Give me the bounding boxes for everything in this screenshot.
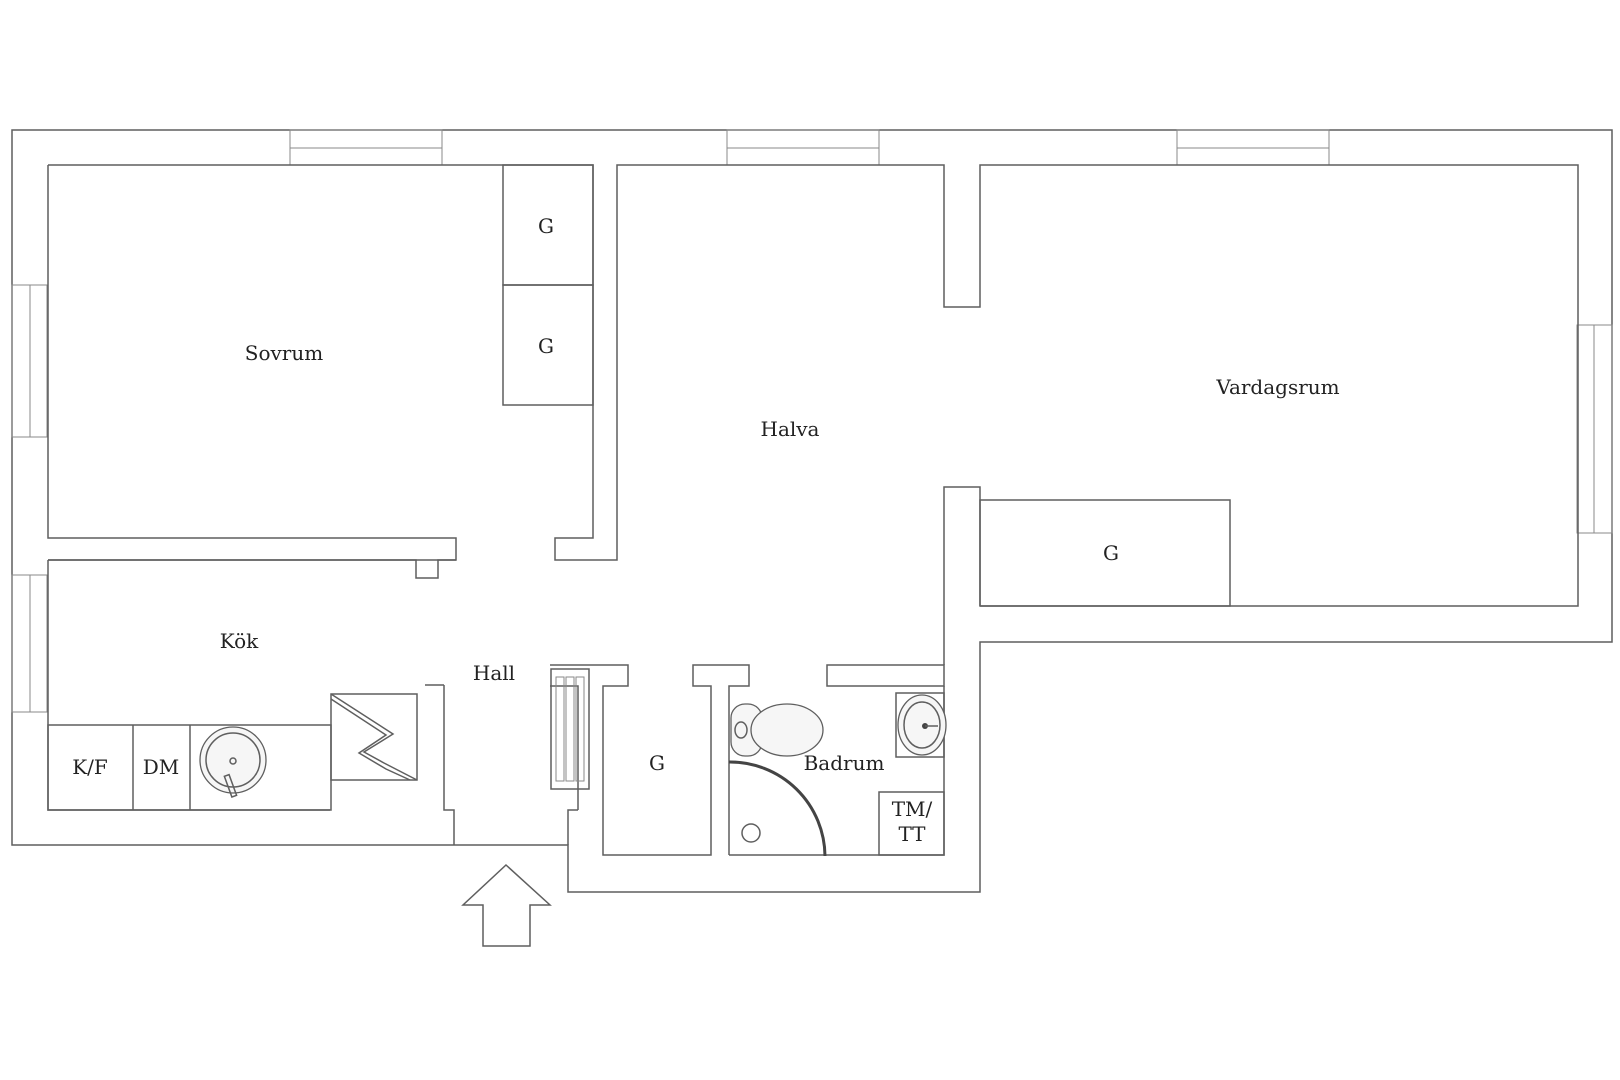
wardrobe-bedroom-bottom: [502, 284, 594, 406]
room-label-hall: Hall: [473, 661, 515, 685]
wardrobe-label-bedroom-top: G: [538, 214, 554, 238]
bathroom-label-washer-dryer-1: TM/: [892, 797, 933, 821]
wardrobe-living: [979, 499, 1231, 607]
washer-dryer-box: [878, 791, 945, 856]
window-top-left: [289, 129, 443, 166]
wardrobe-label-bedroom-bottom: G: [538, 334, 554, 358]
kitchen-label-dishwasher: DM: [143, 755, 180, 779]
basin-icon: [895, 692, 947, 758]
window-top-right: [1176, 129, 1330, 166]
exterior-walls: [11, 129, 1613, 893]
window-right-living: [1576, 324, 1613, 534]
entrance-arrow-icon: [461, 863, 552, 947]
kitchen-label-fridge-freezer: K/F: [72, 755, 108, 779]
bathroom-label-washer-dryer-2: TT: [898, 822, 926, 846]
room-label-kok: Kök: [220, 629, 259, 653]
room-label-halva: Halva: [761, 417, 820, 441]
sink-icon: [199, 726, 267, 798]
wardrobes: [502, 164, 1231, 607]
wardrobe-label-hall: G: [649, 751, 665, 775]
window-left-kitchen: [11, 574, 48, 713]
room-label-sovrum: Sovrum: [245, 341, 323, 365]
room-label-badrum: Badrum: [804, 751, 885, 775]
radiator-icon: [550, 668, 590, 790]
window-top-middle: [726, 129, 880, 166]
shower-icon: [728, 760, 827, 857]
stove-icon: [330, 693, 418, 781]
interior-walls: [47, 164, 1579, 856]
toilet-icon: [730, 703, 824, 757]
labels: Sovrum Halva Vardagsrum Kök Hall Badrum …: [72, 214, 1339, 846]
wardrobe-label-living: G: [1103, 541, 1119, 565]
window-left-bedroom: [11, 284, 48, 438]
room-label-vardagsrum: Vardagsrum: [1215, 375, 1339, 399]
